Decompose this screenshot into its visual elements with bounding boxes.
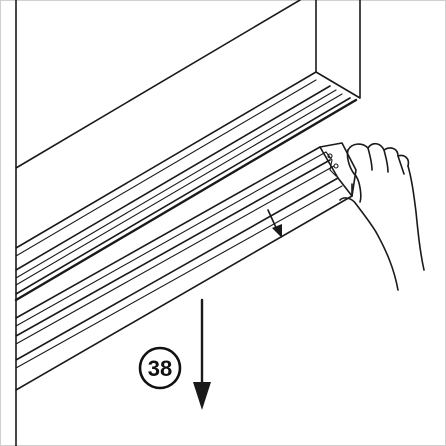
track-rail	[15, 142, 357, 391]
arrow-down-icon	[193, 298, 211, 410]
hand-icon	[339, 142, 425, 291]
step-number-badge: 38	[138, 346, 182, 390]
step-number: 38	[148, 356, 172, 381]
ceiling-housing	[14, 0, 361, 302]
insert-arrow-icon	[267, 209, 282, 238]
